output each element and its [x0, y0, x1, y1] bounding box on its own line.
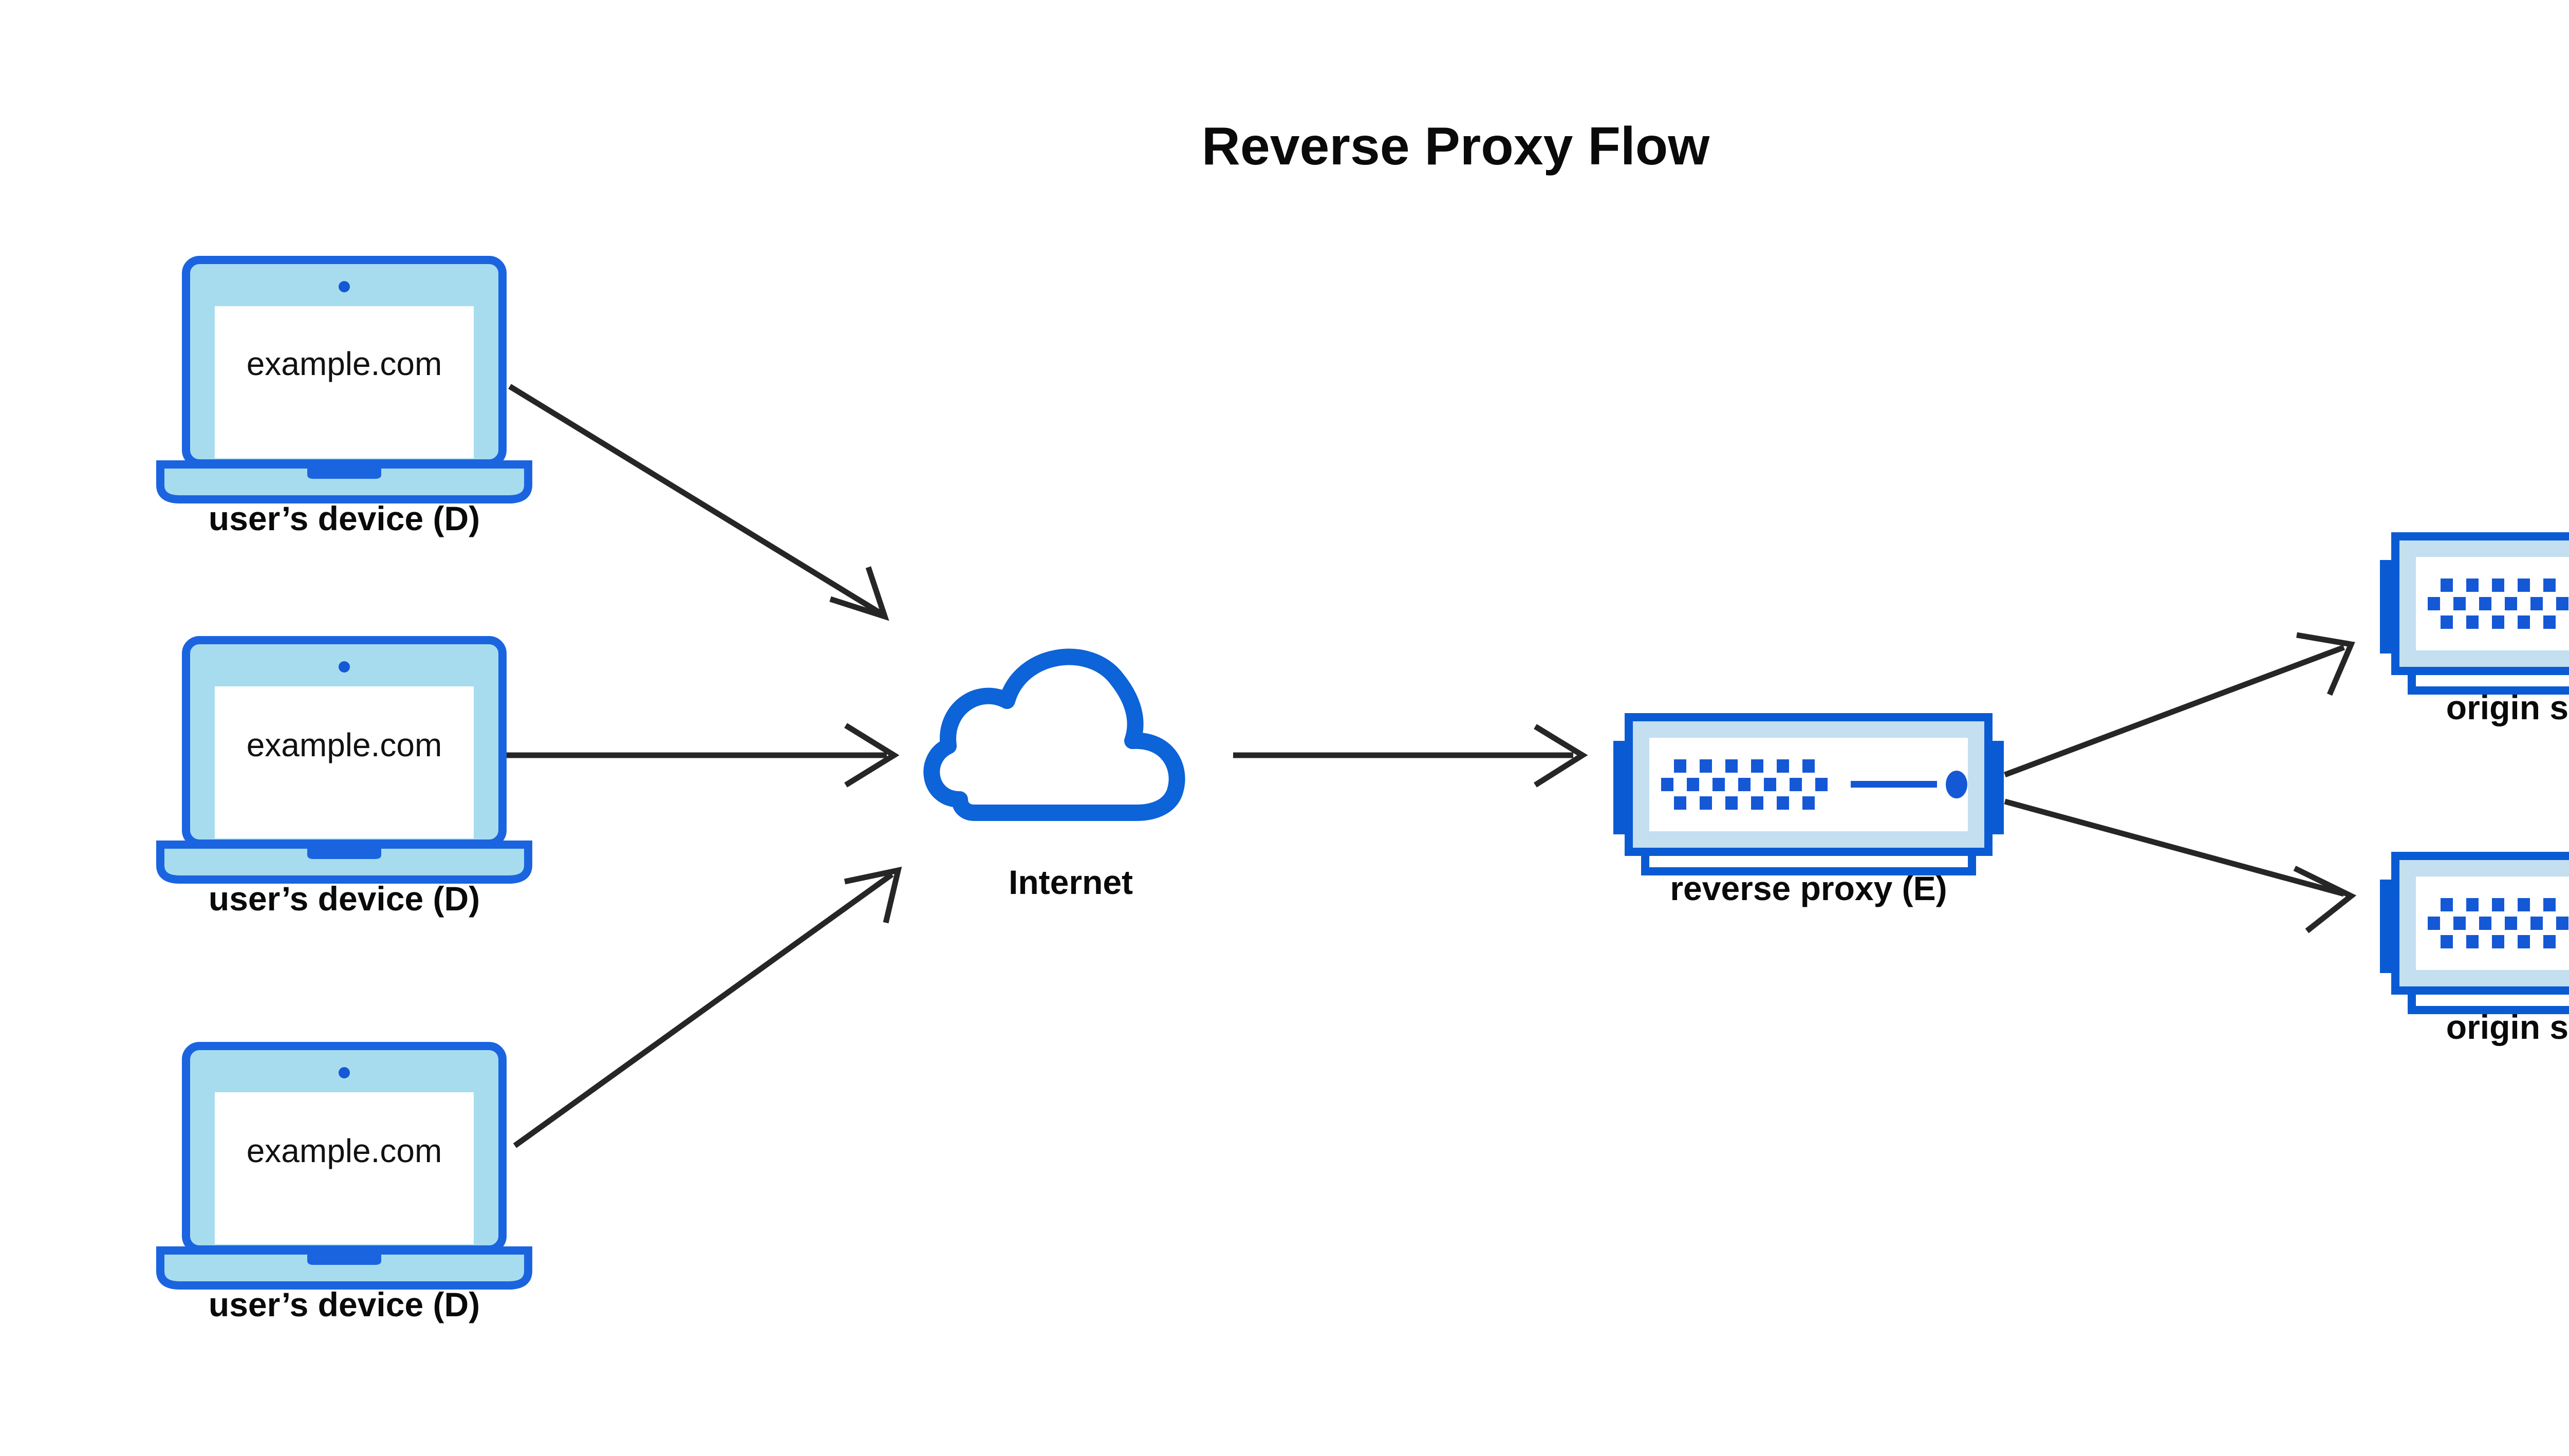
client-2-label: user’s device (D) [209, 880, 480, 918]
reverse-proxy-label: reverse proxy (E) [1670, 869, 1947, 907]
edge-internet-proxy [1233, 724, 1588, 788]
node-reverse-proxy[interactable]: reverse proxy (E) [1613, 717, 2004, 907]
edge-client1-internet [508, 384, 889, 621]
edge-client3-internet [513, 866, 902, 1148]
server-icon [2380, 536, 2569, 690]
node-client-1[interactable]: example.com user’s device (D) [160, 260, 528, 537]
client-1-screen-text: example.com [247, 345, 442, 382]
edge-proxy-origin1 [2004, 632, 2355, 778]
client-2-screen-text: example.com [247, 726, 442, 763]
edge-proxy-origin2 [2004, 798, 2357, 934]
client-3-label: user’s device (D) [209, 1285, 480, 1323]
node-internet[interactable]: Internet [932, 657, 1177, 901]
node-origin-1[interactable]: origin server (F) [2380, 536, 2569, 726]
node-client-2[interactable]: example.com user’s device (D) [160, 640, 528, 918]
client-3-screen-text: example.com [247, 1132, 442, 1169]
internet-label: Internet [1009, 863, 1133, 901]
node-client-3[interactable]: example.com user’s device (D) [160, 1046, 528, 1323]
cloud-icon [932, 657, 1177, 813]
origin-1-label: origin server (F) [2446, 688, 2569, 726]
origin-2-label: origin server (F) [2446, 1008, 2569, 1046]
node-origin-2[interactable]: origin server (F) [2380, 856, 2569, 1046]
page-title: Reverse Proxy Flow [1202, 117, 1710, 176]
client-1-label: user’s device (D) [209, 499, 480, 537]
edge-client2-internet [502, 723, 900, 788]
server-icon [2380, 856, 2569, 1010]
server-icon [1613, 717, 2004, 871]
